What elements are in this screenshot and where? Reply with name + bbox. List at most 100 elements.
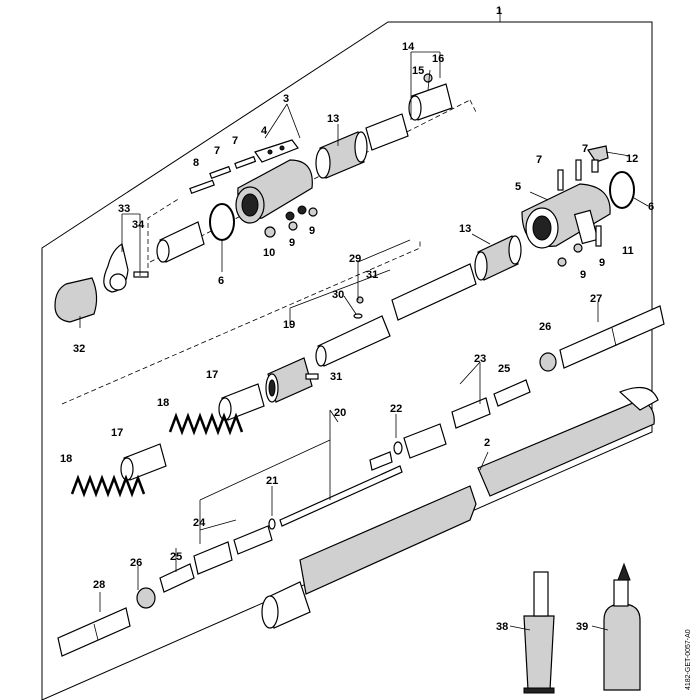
callout-25b: 25: [170, 551, 182, 563]
sleeve-17a: [218, 383, 265, 421]
screw-7a: [234, 155, 257, 170]
callout-27: 27: [590, 293, 602, 305]
screw-31b: [305, 373, 319, 380]
screw-30: [353, 296, 364, 319]
callout-28: 28: [93, 579, 105, 591]
gear-head-housing: [235, 139, 313, 224]
callout-9c: 9: [599, 257, 605, 269]
callout-7b: 7: [214, 145, 220, 157]
callout-20: 20: [334, 407, 346, 419]
clamp-housing-5: [521, 183, 611, 249]
callout-18a: 18: [157, 397, 169, 409]
callout-34: 34: [132, 219, 145, 231]
callout-18b: 18: [60, 453, 72, 465]
screw-34: [133, 271, 149, 278]
callout-19: 19: [283, 319, 295, 331]
shaft-27: [559, 305, 665, 369]
coupling-13b: [474, 235, 522, 281]
sleeve-15: [408, 83, 453, 121]
nut-9a: [288, 221, 298, 231]
callout-3: 3: [283, 93, 289, 105]
callout-13a: 13: [327, 113, 339, 125]
callout-31a: 31: [366, 269, 378, 281]
callout-26a: 26: [539, 321, 551, 333]
callout-10: 10: [263, 247, 275, 259]
tube-sleeve: [156, 221, 205, 263]
callout-17a: 17: [206, 369, 218, 381]
o-ring-6a: [209, 203, 235, 241]
screw-8: [189, 179, 215, 195]
callout-7d: 7: [536, 154, 542, 166]
callout-8: 8: [193, 157, 199, 169]
grease-tube-38: [523, 571, 555, 694]
callout-14: 14: [402, 41, 415, 53]
clamp-33: [103, 243, 129, 293]
bushing-26a: [539, 352, 557, 372]
callout-9d: 9: [580, 269, 586, 281]
callout-5: 5: [515, 181, 521, 193]
callout-38: 38: [496, 621, 508, 633]
knob-12: [587, 145, 609, 173]
callout-39: 39: [576, 621, 588, 633]
callout-6b: 6: [218, 275, 224, 287]
callout-29: 29: [349, 253, 361, 265]
screw-7d: [557, 169, 564, 191]
drive-shaft-20: [279, 451, 403, 527]
screw-7c: [575, 159, 582, 181]
sleeve-17b: [120, 443, 167, 481]
leader-lines: [79, 51, 649, 631]
callout-9b: 9: [309, 225, 315, 237]
callout-33: 33: [118, 203, 130, 215]
callout-32: 32: [73, 343, 85, 355]
callout-25a: 25: [498, 363, 510, 375]
screw-7b: [209, 165, 232, 180]
callout-labels: 1 14 16 15 3 4 13 7 7 8 7 12 7 5 6 33 34…: [60, 5, 692, 690]
tube-29: [391, 263, 477, 321]
end-cap-32: [54, 277, 98, 323]
pin-25b: [159, 541, 233, 593]
callout-6a: 6: [648, 201, 654, 213]
callout-1: 1: [496, 5, 502, 17]
bushing-26b: [136, 587, 156, 609]
callout-4: 4: [261, 125, 268, 137]
callout-12: 12: [626, 153, 638, 165]
callout-17b: 17: [111, 427, 123, 439]
screw-16: [423, 73, 433, 83]
nut-10: [264, 226, 276, 238]
bushing-19b: [265, 357, 313, 403]
callout-2: 2: [484, 437, 490, 449]
callout-26b: 26: [130, 557, 142, 569]
spring-18b: [70, 474, 146, 498]
callout-16: 16: [432, 53, 444, 65]
callout-11: 11: [622, 245, 634, 257]
shaft-28: [57, 607, 131, 657]
callout-7c: 7: [582, 143, 588, 155]
callout-24: 24: [193, 517, 206, 529]
callout-21: 21: [266, 475, 278, 487]
callout-31b: 31: [330, 371, 342, 383]
nut-9d: [557, 257, 567, 267]
pin-25a: [493, 379, 531, 407]
screw-11: [595, 225, 602, 247]
tube-24: [233, 525, 273, 555]
drawing-code: 4182-GET-0057-A0: [685, 629, 692, 690]
callout-13b: 13: [459, 223, 471, 235]
coupling-13a: [315, 131, 368, 179]
callout-22: 22: [390, 403, 402, 415]
tube-14: [365, 113, 409, 151]
o-ring-21: [268, 518, 276, 530]
o-ring-6b: [609, 171, 635, 209]
spring-18a: [168, 412, 244, 436]
tube-23: [451, 397, 491, 429]
adhesive-bottle-39: [603, 562, 641, 691]
main-tube-2: [261, 386, 659, 629]
tube-22: [393, 423, 447, 459]
nut-9c: [573, 243, 583, 253]
nut-9b: [308, 207, 318, 217]
callout-7a: 7: [232, 135, 238, 147]
callout-15: 15: [412, 65, 424, 77]
callout-30: 30: [332, 289, 344, 301]
callout-9a: 9: [289, 237, 295, 249]
sleeve-19: [315, 315, 391, 367]
